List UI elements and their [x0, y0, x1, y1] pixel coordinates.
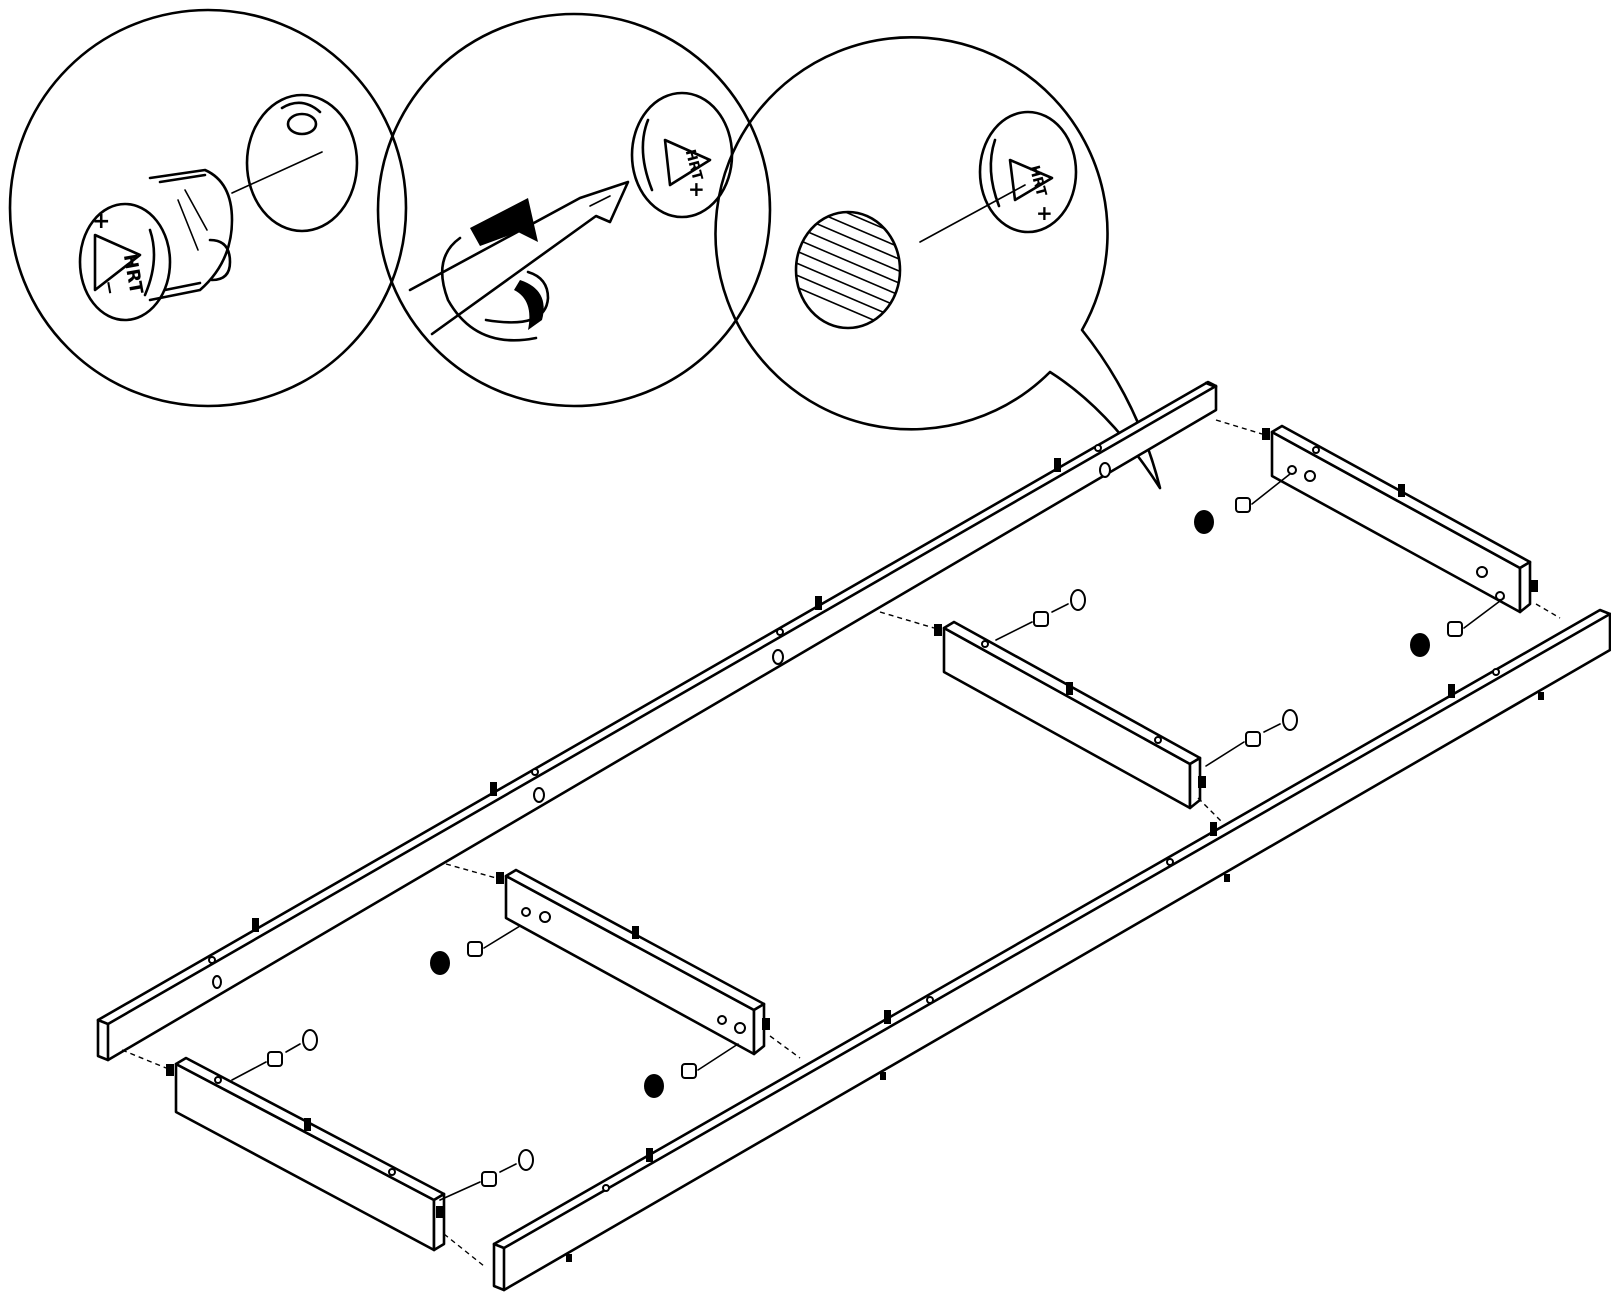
cam-lock-2: [439, 1149, 534, 1201]
screwdriver-icon: [408, 180, 630, 336]
magnifier-circle-2: [376, 12, 772, 408]
cover-cap-icon: [794, 210, 902, 330]
cam-lock-head-icon: [78, 202, 172, 322]
long-rail-front: [492, 608, 1611, 1292]
magnifier-circle-3: [714, 36, 1162, 490]
long-rail-back: [96, 380, 1218, 1062]
cam-lock-5: [995, 589, 1086, 641]
cam-lock-label: HRT: [119, 252, 147, 296]
cam-lock-head-icon: [630, 91, 734, 219]
svg-text:+: +: [688, 177, 705, 201]
svg-text:+: +: [92, 209, 110, 234]
cam-lock-7: [1194, 473, 1291, 534]
rotation-arrow-icon: [440, 236, 538, 342]
callout-screwdriver: + HRT: [376, 12, 772, 408]
cam-lock-3: [430, 925, 521, 975]
panel-hole: [245, 93, 359, 233]
cam-lock-set: [231, 473, 1505, 1201]
crossbar-2: [445, 863, 801, 1059]
svg-text:−: −: [97, 278, 120, 297]
cam-lock-label: HRT: [682, 148, 706, 183]
callout-cover-cap: + HRT: [714, 36, 1162, 490]
crossbar-1: [121, 1049, 485, 1267]
cam-lock-4: [644, 1043, 739, 1098]
cam-lock-8: [1410, 597, 1505, 657]
cam-lock-1: [231, 1029, 318, 1081]
cam-lock-head-icon: [978, 110, 1078, 234]
cam-lock-label: HRT: [1026, 164, 1050, 199]
svg-text:+: +: [1036, 201, 1053, 225]
crossbar-3: [879, 611, 1223, 823]
cam-lock-6: [1205, 709, 1298, 767]
crossbar-4: [1215, 419, 1561, 619]
callout-cam-lock: + − HRT: [8, 8, 408, 408]
magnifier-circle-1: [8, 8, 408, 408]
